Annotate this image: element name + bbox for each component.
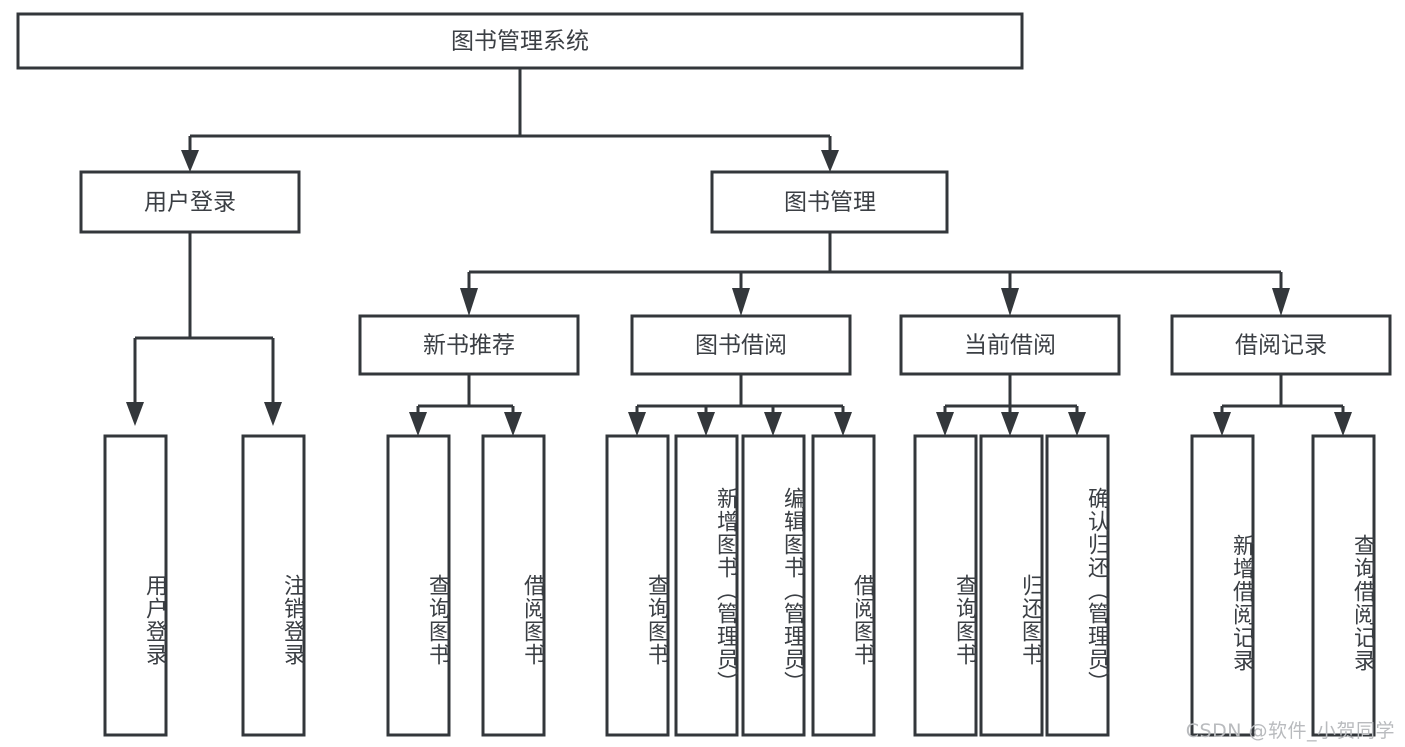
connector-user-login-to-leaves bbox=[126, 232, 282, 426]
node-root-label: 图书管理系统 bbox=[451, 29, 589, 55]
node-book-manage-label: 图书管理 bbox=[784, 190, 876, 216]
leaf-box-add-borrow-record[interactable] bbox=[1190, 434, 1255, 737]
leaf-box-confirm-return-admin[interactable] bbox=[1045, 434, 1110, 737]
node-borrow-record-label: 借阅记录 bbox=[1235, 333, 1327, 359]
node-user-login[interactable]: 用户登录 bbox=[79, 170, 301, 234]
node-borrow-record[interactable]: 借阅记录 bbox=[1170, 314, 1392, 376]
leaf-box-return-book[interactable] bbox=[979, 434, 1044, 737]
node-new-book-recommend-label: 新书推荐 bbox=[423, 333, 515, 359]
leaf-box-borrow-book-1[interactable] bbox=[481, 434, 546, 737]
node-root[interactable]: 图书管理系统 bbox=[16, 12, 1024, 70]
node-current-borrow[interactable]: 当前借阅 bbox=[899, 314, 1121, 376]
node-current-borrow-label: 当前借阅 bbox=[964, 333, 1056, 359]
node-current-borrow-box bbox=[899, 314, 1121, 376]
node-book-borrow[interactable]: 图书借阅 bbox=[630, 314, 852, 376]
connector-root-to-level1 bbox=[181, 68, 839, 172]
leaf-box-add-book-admin[interactable] bbox=[674, 434, 739, 737]
node-book-manage[interactable]: 图书管理 bbox=[710, 170, 949, 234]
node-book-borrow-label: 图书借阅 bbox=[695, 333, 787, 359]
leaf-box-query-book-1[interactable] bbox=[386, 434, 451, 737]
csdn-watermark: CSDN @软件_小贺同学 bbox=[1185, 720, 1395, 742]
arrow-head-book-manage bbox=[821, 150, 839, 172]
connector-borrow-record-to-leaves bbox=[1213, 374, 1352, 436]
leaf-box-borrow-book-2[interactable] bbox=[811, 434, 876, 737]
node-user-login-box bbox=[79, 170, 301, 234]
connector-new-book-to-leaves bbox=[409, 374, 522, 436]
node-new-book-recommend[interactable]: 新书推荐 bbox=[358, 314, 580, 376]
node-user-login-label: 用户登录 bbox=[144, 190, 236, 216]
connector-book-borrow-to-leaves bbox=[628, 374, 852, 436]
arrow-head-user-login bbox=[181, 150, 199, 172]
leaf-box-user-login[interactable] bbox=[103, 434, 168, 737]
leaf-box-edit-book-admin[interactable] bbox=[741, 434, 806, 737]
leaf-box-query-book-3[interactable] bbox=[913, 434, 978, 737]
leaf-box-query-borrow-record[interactable] bbox=[1311, 434, 1376, 737]
connector-book-manage-to-level2 bbox=[460, 232, 1290, 316]
node-new-book-recommend-box bbox=[358, 314, 580, 376]
leaf-box-logout[interactable] bbox=[241, 434, 306, 737]
leaf-box-query-book-2[interactable] bbox=[605, 434, 670, 737]
connector-current-borrow-to-leaves bbox=[936, 374, 1086, 436]
node-root-box bbox=[16, 12, 1024, 70]
